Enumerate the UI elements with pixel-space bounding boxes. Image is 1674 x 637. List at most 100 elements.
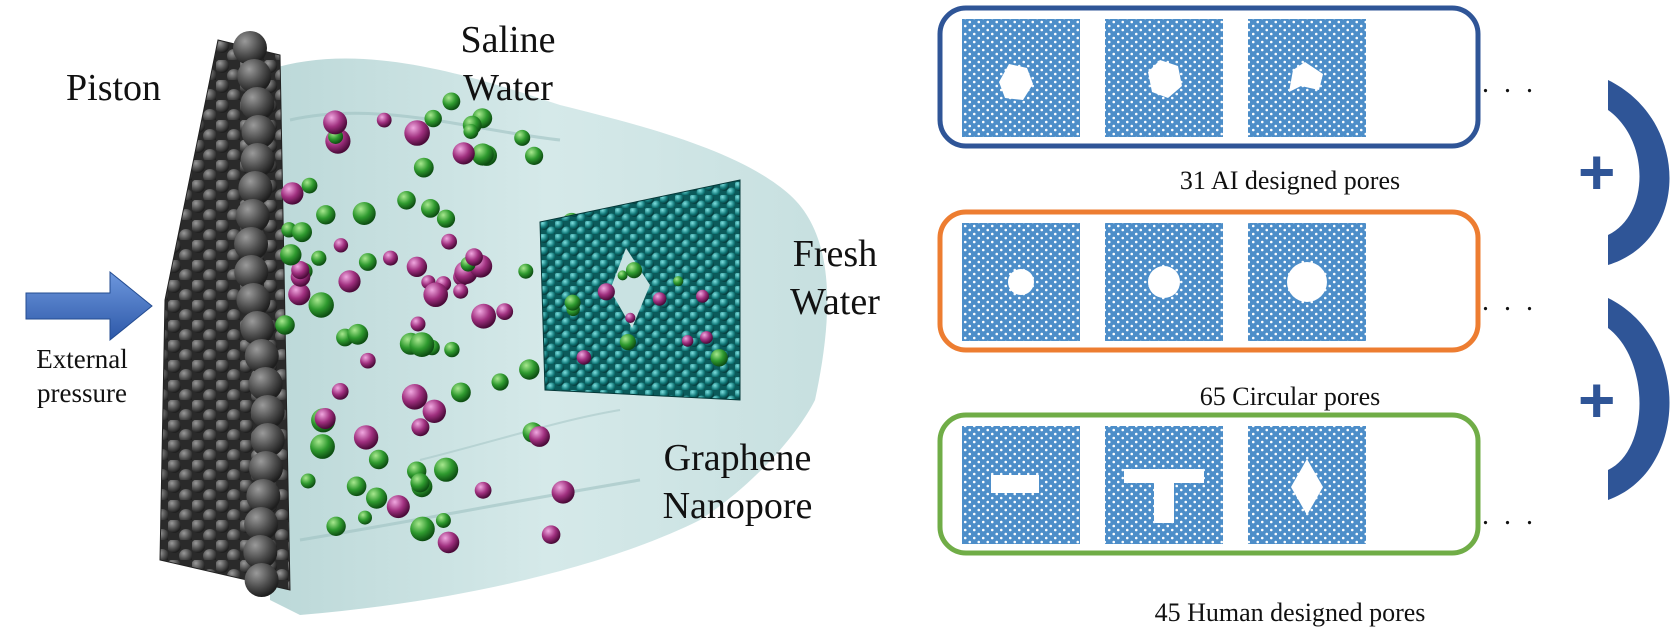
- chloride-ion: [338, 270, 361, 293]
- sodium-ion: [424, 109, 442, 128]
- chloride-ion: [333, 238, 349, 253]
- piston-atom: [244, 563, 279, 597]
- sodium-ion: [358, 510, 372, 525]
- chloride-ion: [551, 480, 575, 504]
- pore-hole: [1291, 459, 1323, 515]
- chloride-ion: [288, 283, 311, 306]
- sodium-ion: [421, 199, 440, 218]
- ellipsis: . . .: [1482, 500, 1537, 531]
- bracket-connector-2: [1608, 298, 1670, 500]
- pore-group: [937, 5, 1481, 149]
- pore-group-frame: [937, 209, 1481, 353]
- group-caption-human: 45 Human designed pores: [1154, 598, 1426, 627]
- sodium-ion: [435, 513, 451, 528]
- chloride-ion: [576, 350, 592, 365]
- pore-hole: [1008, 269, 1034, 295]
- chloride-ion: [465, 248, 483, 266]
- sodium-ion: [434, 457, 459, 482]
- piston-atom: [238, 171, 273, 205]
- piston-atom: [240, 311, 275, 345]
- sodium-ion: [300, 473, 316, 489]
- chloride-ion: [496, 303, 514, 320]
- sodium-ion: [442, 92, 461, 111]
- chloride-ion: [529, 426, 550, 447]
- pore-group-frame: [937, 412, 1481, 556]
- pore-hole: [991, 475, 1039, 493]
- sodium-ion: [301, 177, 318, 194]
- pore-sheet: [962, 426, 1080, 544]
- piston-atom: [240, 143, 275, 177]
- chloride-ion: [314, 408, 336, 429]
- sodium-ion: [292, 222, 312, 243]
- desalination-scene: [25, 31, 828, 615]
- ions-layer: [275, 92, 583, 554]
- ellipsis: . . .: [1482, 68, 1537, 99]
- chloride-ion: [541, 525, 561, 544]
- pore-hole: [999, 64, 1033, 100]
- sodium-ion: [346, 476, 367, 497]
- chloride-ion: [471, 303, 496, 329]
- chloride-ion: [404, 120, 430, 146]
- chloride-ion: [422, 399, 446, 423]
- saline-water-label: Saline Water: [460, 19, 556, 109]
- pore-hole: [1287, 262, 1327, 302]
- sodium-ion: [397, 191, 416, 210]
- pore-sheet: [1248, 223, 1366, 341]
- fresh-water-label: Fresh Water: [790, 233, 880, 323]
- sodium-ion: [617, 270, 628, 281]
- piston-atom: [240, 87, 275, 121]
- piston-atom: [243, 535, 278, 569]
- chloride-ion: [700, 331, 713, 344]
- piston-atom: [237, 59, 272, 93]
- pore-sheet: [1105, 426, 1223, 544]
- chloride-ion: [410, 316, 426, 332]
- sodium-ion: [436, 209, 456, 228]
- piston-atom: [234, 227, 269, 261]
- nanopore: [610, 248, 650, 328]
- chloride-ion: [423, 282, 449, 308]
- pore-group: [937, 412, 1481, 556]
- piston-atom: [250, 423, 285, 457]
- piston-atom: [241, 115, 276, 149]
- sodium-ion: [519, 359, 540, 380]
- chloride-ion: [453, 283, 469, 299]
- piston-atom: [235, 199, 270, 233]
- sodium-ion: [347, 323, 369, 345]
- sodium-ion: [409, 332, 435, 357]
- plus-icon: +: [1578, 136, 1616, 208]
- piston-atom: [250, 395, 285, 429]
- chloride-ion: [474, 481, 492, 499]
- sodium-ion: [619, 334, 637, 351]
- sodium-ion: [308, 292, 334, 318]
- ions-front-layer: [564, 262, 728, 367]
- pore-sheet: [1248, 426, 1366, 544]
- sodium-ion: [410, 516, 435, 542]
- group-caption-circular: 65 Circular pores: [1199, 382, 1381, 411]
- pore-hole: [1148, 266, 1180, 298]
- pore-group: [937, 209, 1481, 353]
- sodium-ion: [368, 449, 389, 470]
- sodium-ion: [525, 146, 544, 165]
- pore-hole: [1289, 62, 1323, 92]
- sodium-ion: [316, 205, 336, 225]
- sodium-ion: [280, 244, 302, 266]
- pore-hole: [1124, 469, 1204, 483]
- graphene-nanopore-label: Graphene Nanopore: [662, 437, 813, 527]
- sodium-ion: [410, 473, 430, 493]
- sodium-ion: [518, 263, 534, 279]
- chloride-ion: [291, 261, 310, 280]
- sodium-ion: [444, 341, 460, 358]
- pore-sheet: [1105, 223, 1223, 341]
- chloride-ion: [401, 384, 428, 410]
- sodium-ion: [491, 373, 509, 391]
- sodium-ion: [352, 202, 376, 225]
- pore-sheet: [1105, 19, 1223, 137]
- chloride-ion: [353, 425, 379, 450]
- sodium-ion: [311, 250, 327, 266]
- pore-hole: [1154, 483, 1174, 523]
- chloride-ion: [383, 250, 398, 266]
- pressure-arrow-icon: [25, 270, 153, 342]
- chloride-ion: [597, 283, 615, 301]
- chloride-ion: [323, 110, 348, 135]
- piston-atom: [236, 283, 271, 317]
